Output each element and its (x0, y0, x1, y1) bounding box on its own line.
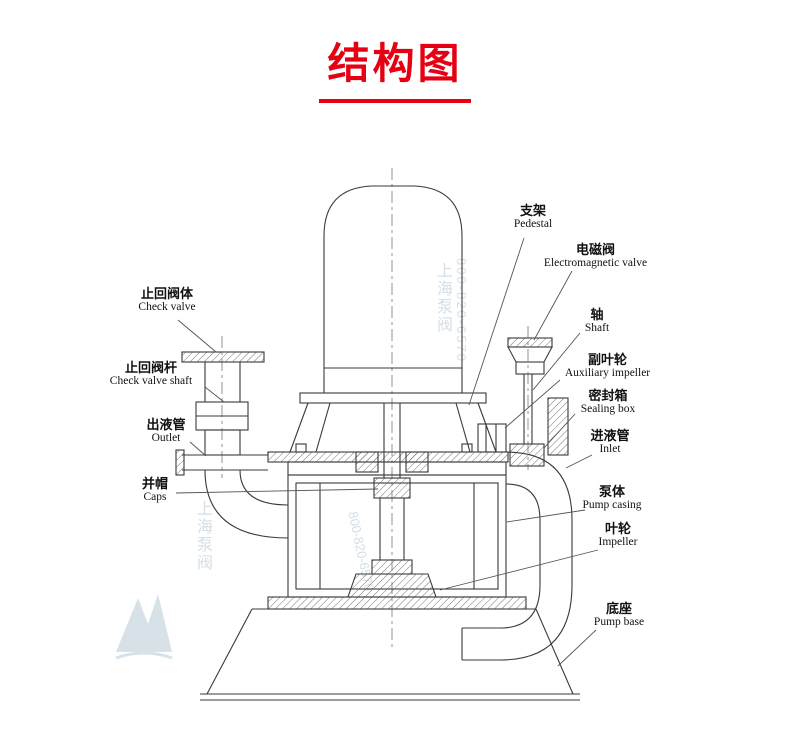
inlet-pipe (461, 397, 573, 661)
sealing-box-part (477, 423, 545, 467)
label-electromagnetic-valve-zh: 电磁阀 (575, 242, 615, 257)
leader-pedestal (468, 237, 525, 406)
label-pedestal-en: Pedestal (513, 218, 553, 231)
label-pump-casing-zh: 泵体 (598, 484, 625, 499)
leader-pump-base (557, 629, 597, 667)
label-inlet-zh: 进液管 (590, 428, 630, 443)
leader-auxiliary-impeller (504, 379, 561, 429)
cover-plate (267, 443, 509, 476)
label-sealing-box: 密封箱 Sealing box (562, 388, 654, 417)
label-pump-casing: 泵体 Pump casing (562, 484, 662, 513)
leader-check-valve-shaft (204, 386, 225, 403)
title-block: 结构图 (0, 30, 790, 103)
outlet-pipe (175, 449, 289, 539)
label-impeller: 叶轮 Impeller (578, 521, 658, 550)
label-check-valve: 止回阀体 Check valve (103, 286, 231, 315)
pedestal-bracket (289, 392, 497, 453)
leader-electromagnetic-valve (533, 270, 573, 341)
label-impeller-zh: 叶轮 (604, 521, 631, 536)
title-underline (319, 99, 471, 103)
label-pump-base: 底座 Pump base (574, 601, 664, 630)
label-outlet-zh: 出液管 (146, 417, 186, 432)
label-outlet: 出液管 Outlet (112, 417, 220, 446)
label-auxiliary-impeller-zh: 副叶轮 (587, 352, 627, 367)
shaft-assembly (373, 403, 411, 560)
label-check-valve-shaft-en: Check valve shaft (109, 375, 193, 388)
leader-outlet (189, 441, 207, 457)
label-sealing-box-zh: 密封箱 (588, 388, 628, 403)
label-outlet-en: Outlet (151, 432, 181, 445)
leader-lines (175, 237, 599, 667)
label-impeller-en: Impeller (598, 536, 638, 549)
label-electromagnetic-valve-en: Electromagnetic valve (543, 257, 648, 270)
label-inlet: 进液管 Inlet (568, 428, 652, 457)
leader-check-valve (177, 319, 217, 353)
brand-logo-watermark (115, 594, 173, 660)
label-check-valve-en: Check valve (138, 301, 196, 314)
motor (323, 185, 463, 393)
label-pump-base-en: Pump base (593, 616, 645, 629)
electromagnetic-valve-part (507, 337, 553, 444)
label-caps-zh: 并帽 (141, 476, 168, 491)
label-inlet-en: Inlet (599, 443, 621, 456)
leader-impeller (439, 549, 599, 591)
label-shaft-en: Shaft (584, 322, 610, 335)
pump-base-part (200, 608, 580, 701)
leader-sealing-box (543, 413, 576, 449)
label-auxiliary-impeller: 副叶轮 Auxiliary impeller (530, 352, 685, 381)
label-shaft: 轴 Shaft (562, 307, 632, 336)
label-auxiliary-impeller-en: Auxiliary impeller (564, 367, 651, 380)
label-check-valve-shaft-zh: 止回阀杆 (124, 360, 177, 375)
label-pump-casing-en: Pump casing (582, 499, 642, 512)
label-pedestal: 支架 Pedestal (490, 203, 576, 232)
label-check-valve-zh: 止回阀体 (140, 286, 193, 301)
leader-shaft (532, 332, 581, 391)
label-caps: 并帽 Caps (112, 476, 198, 505)
label-sealing-box-en: Sealing box (580, 403, 636, 416)
label-pedestal-zh: 支架 (519, 203, 546, 218)
page-title: 结构图 (327, 40, 463, 87)
label-electromagnetic-valve: 电磁阀 Electromagnetic valve (518, 242, 673, 271)
label-shaft-zh: 轴 (590, 307, 604, 322)
label-caps-en: Caps (143, 491, 167, 504)
impeller-part (347, 559, 437, 598)
leader-inlet (565, 454, 593, 469)
check-valve-assembly (181, 351, 265, 456)
leader-pump-casing (506, 509, 586, 523)
label-pump-base-zh: 底座 (605, 601, 632, 616)
pump-casing-part (267, 474, 527, 610)
label-check-valve-shaft: 止回阀杆 Check valve shaft (72, 360, 230, 389)
leader-caps (175, 488, 379, 494)
